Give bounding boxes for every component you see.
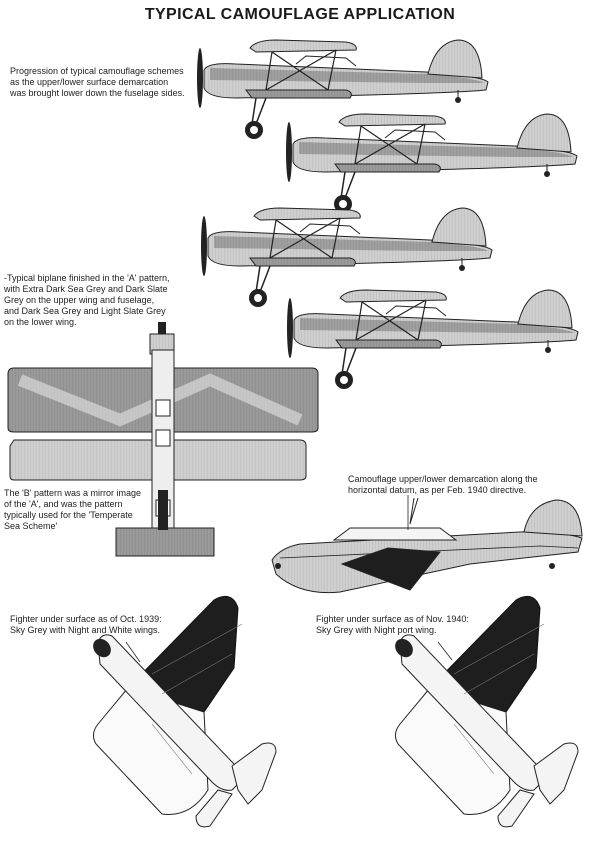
caption-line: was brought lower down the fuselage side… xyxy=(10,88,185,98)
biplane-side-view-3 xyxy=(200,207,493,308)
caption-fighter-1939: Fighter under surface as of Oct. 1939: S… xyxy=(10,614,210,636)
caption-line: horizontal datum, as per Feb. 1940 direc… xyxy=(348,485,527,495)
fighter-underside-1939 xyxy=(88,595,277,828)
caption-line: Camouflage upper/lower demarcation along… xyxy=(348,474,538,484)
callout-line xyxy=(437,641,453,661)
caption-biplane-a: -Typical biplane finished in the 'A' pat… xyxy=(4,273,204,328)
caption-line: with Extra Dark Sea Grey and Dark Slate xyxy=(4,284,168,294)
caption-line: of the 'A', and was the pattern xyxy=(4,499,123,509)
caption-line: and Dark Sea Grey and Light Slate Grey xyxy=(4,306,166,316)
caption-line: -Typical biplane finished in the 'A' pat… xyxy=(4,273,170,283)
caption-line: Progression of typical camouflage scheme… xyxy=(10,66,184,76)
caption-line: Sky Grey with Night port wing. xyxy=(316,625,437,635)
fighter-underside-1940 xyxy=(390,595,579,828)
caption-demarcation: Camouflage upper/lower demarcation along… xyxy=(348,474,593,496)
caption-progression: Progression of typical camouflage scheme… xyxy=(10,66,205,99)
caption-line: typically used for the 'Temperate xyxy=(4,510,133,520)
caption-line: as the upper/lower surface demarcation xyxy=(10,77,169,87)
biplane-plan-view xyxy=(7,322,319,557)
caption-line: Grey on the upper wing and fuselage, xyxy=(4,295,155,305)
caption-pattern-b: The 'B' pattern was a mirror image of th… xyxy=(4,488,154,532)
biplane-side-view-4 xyxy=(286,289,579,390)
caption-line: Fighter under surface as of Oct. 1939: xyxy=(10,614,162,624)
caption-line: on the lower wing. xyxy=(4,317,77,327)
caption-line: Sea Scheme' xyxy=(4,521,58,531)
caption-line: Fighter under surface as of Nov. 1940: xyxy=(316,614,469,624)
biplane-side-view-2 xyxy=(285,113,578,214)
caption-line: The 'B' pattern was a mirror image xyxy=(4,488,141,498)
monoplane-side-view xyxy=(271,497,583,594)
page-title: TYPICAL CAMOUFLAGE APPLICATION xyxy=(144,6,456,23)
caption-line: Sky Grey with Night and White wings. xyxy=(10,625,161,635)
caption-fighter-1940: Fighter under surface as of Nov. 1940: S… xyxy=(316,614,516,636)
callout-line xyxy=(125,641,141,663)
